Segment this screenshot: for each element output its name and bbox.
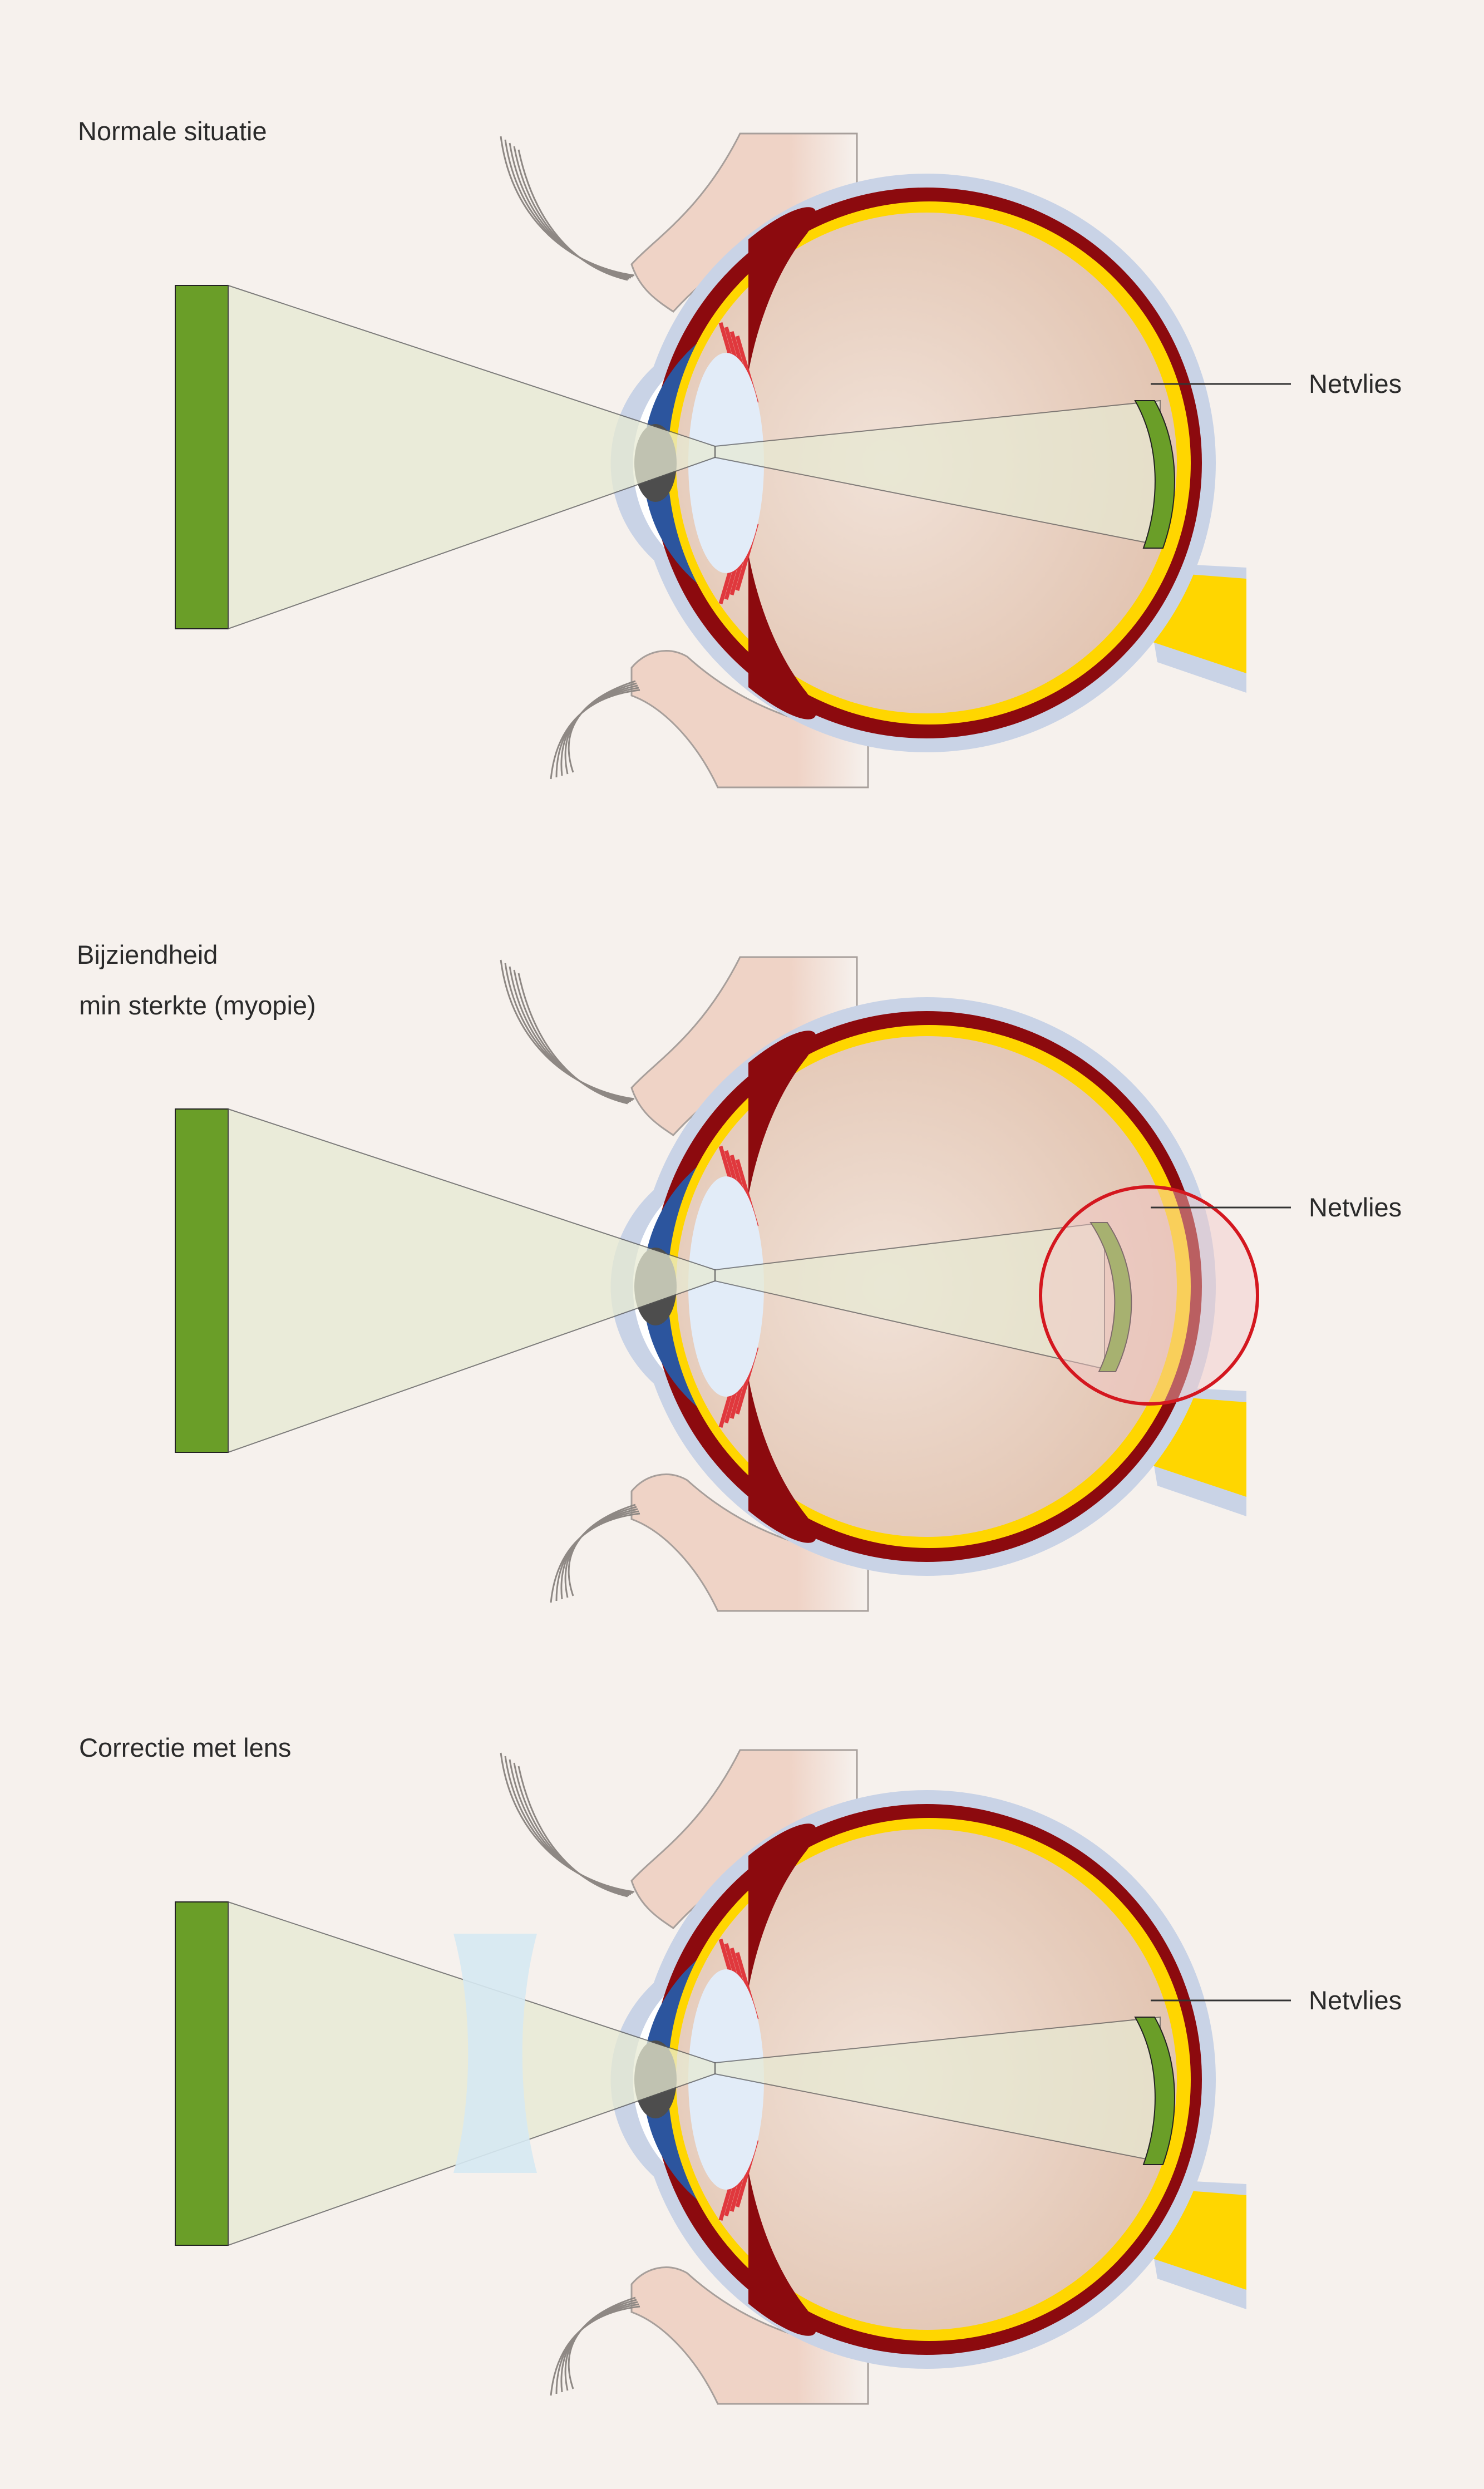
eyelash-icon — [500, 959, 635, 1100]
retina-label: Netvlies — [1309, 1985, 1402, 2015]
eye-cross-section-icon — [500, 1749, 1246, 2405]
light-cone-icon — [228, 284, 716, 630]
object-bar-icon — [175, 1901, 229, 2246]
highlight-circle-icon — [1039, 1185, 1259, 1406]
eyelash-icon — [513, 146, 630, 280]
eyelash-icon — [513, 1762, 630, 1896]
retina-label: Netvlies — [1309, 369, 1402, 398]
object-bar-icon — [175, 285, 229, 629]
eyelash-icon — [509, 966, 632, 1102]
object-bar-icon — [175, 1108, 229, 1453]
light-cone-icon — [228, 1108, 716, 1453]
eyelash-icon — [509, 142, 632, 279]
panel-subtitle: min sterkte (myopie) — [79, 990, 316, 1020]
eyelash-icon — [517, 973, 628, 1105]
panel-normal: Normale situatie Netvlies — [78, 116, 1402, 788]
panel-correction: Correctie met lens Netvlies — [79, 1733, 1402, 2405]
eyelash-icon — [517, 1766, 628, 1897]
lens-icon — [688, 353, 764, 573]
eyelash-icon — [500, 1752, 635, 1893]
panel-myopia: Bijziendheid min sterkte (myopie) Netvli… — [77, 940, 1402, 1612]
concave-lens-icon — [453, 1934, 537, 2173]
lens-icon — [688, 1176, 764, 1397]
eyelash-icon — [504, 963, 633, 1101]
eyelash-icon — [504, 139, 633, 278]
retina-image-icon — [1134, 2017, 1175, 2165]
eyelash-icon — [568, 680, 636, 773]
lens-icon — [688, 1969, 764, 2190]
eyelash-icon — [568, 2296, 636, 2389]
panel-title: Normale situatie — [78, 116, 267, 146]
retina-image-icon — [1134, 400, 1175, 549]
eyelash-icon — [500, 136, 635, 277]
retina-label: Netvlies — [1309, 1192, 1402, 1222]
retina-image-icon — [1089, 1222, 1132, 1372]
eyelash-icon — [513, 969, 630, 1103]
eyelash-icon — [568, 1504, 636, 1596]
panel-title: Correctie met lens — [79, 1733, 291, 1762]
panel-title: Bijziendheid — [77, 940, 218, 969]
eyelash-icon — [504, 1756, 633, 1894]
eyelash-icon — [509, 1759, 632, 1895]
eyelash-icon — [517, 149, 628, 281]
